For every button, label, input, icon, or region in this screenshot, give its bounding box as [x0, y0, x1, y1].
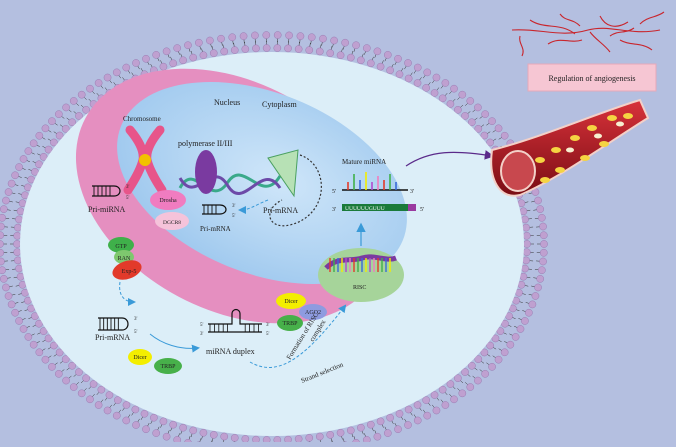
blood-vessel-icon: [491, 100, 648, 196]
hp-left-5prime: 5': [126, 196, 130, 201]
capillary-network-icon: [512, 12, 664, 56]
mature-5prime: 5': [332, 189, 336, 195]
regulation-label: Regulation of angiogenesis: [548, 74, 635, 83]
dicer-label-1: Dicer: [133, 355, 146, 361]
hp-nuc-5prime: 5': [232, 214, 236, 219]
trbp-label-2: TRBP: [282, 321, 298, 327]
duplex-3prime-b: 3': [200, 332, 204, 337]
pre-mirna-nucleus-label: Pri-mRNA: [200, 225, 231, 233]
pre-mirna-cyto-label: Pri-mRNA: [95, 333, 130, 342]
gtp-label: GTP: [115, 244, 127, 250]
hp-cyto-3prime: 3': [134, 317, 138, 322]
hp-cyto-5prime: 5': [134, 330, 138, 335]
mature-3prime: 3': [410, 189, 414, 195]
hp-left-3prime: 3': [126, 185, 130, 190]
pri-mirna-nucleus-label: Pri-mRNA: [263, 206, 298, 215]
dgcr8-label: DGCR8: [163, 220, 181, 226]
trbp-label-1: TRBP: [160, 364, 176, 370]
pri-mirna-left-label: Pri-miRNA: [88, 205, 126, 214]
dicer-label-2: Dicer: [284, 299, 297, 305]
exportin-label: Exp-5: [122, 269, 137, 275]
hp-nuc-3prime: 3': [232, 204, 236, 209]
risc-label: RISC: [353, 285, 366, 291]
mirna-duplex-label: miRNA duplex: [206, 347, 255, 356]
mature-mirna-label: Mature miRNA: [342, 158, 386, 166]
target-5prime: 5': [420, 207, 424, 213]
drosha-label: Drosha: [159, 198, 177, 204]
duplex-5prime-b: 5': [266, 332, 270, 337]
polymerase-label: polymerase II/III: [178, 139, 233, 148]
chromosome-label: Chromosome: [123, 115, 161, 123]
target-3prime: 3': [332, 207, 336, 213]
mature-sequence: UUUUUUGUUU: [345, 206, 385, 212]
nucleus-label: Nucleus: [214, 98, 240, 107]
duplex-3prime: 3': [266, 323, 270, 328]
duplex-5prime: 5': [200, 323, 204, 328]
cytoplasm-label: Cytoplasm: [262, 100, 297, 109]
ran-label: RAN: [118, 256, 131, 262]
